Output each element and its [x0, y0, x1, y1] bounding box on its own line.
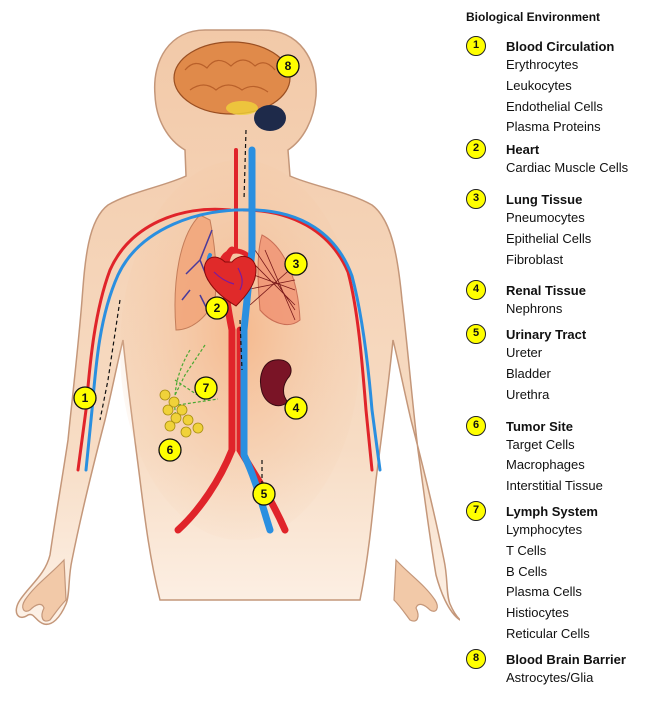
right-hand	[394, 560, 437, 621]
marker-2: 2	[206, 297, 228, 319]
legend-item: Endothelial Cells	[506, 97, 654, 118]
legend-heading: Renal Tissue	[506, 282, 654, 299]
svg-text:7: 7	[203, 381, 210, 395]
legend-item: Nephrons	[506, 299, 654, 320]
legend-heading: Heart	[506, 141, 654, 158]
legend-number-badge: 1	[466, 36, 486, 56]
legend-heading: Blood Brain Barrier	[506, 651, 654, 668]
legend-item: Bladder	[506, 364, 654, 385]
legend-item: T Cells	[506, 541, 654, 562]
legend-item: Target Cells	[506, 435, 654, 456]
legend-item: Lymphocytes	[506, 520, 654, 541]
legend-item: Astrocytes/Glia	[506, 668, 654, 689]
legend-number-badge: 6	[466, 416, 486, 436]
legend-title: Biological Environment	[466, 10, 654, 24]
marker-8: 8	[277, 55, 299, 77]
cerebellum	[254, 105, 286, 131]
legend-item: Leukocytes	[506, 76, 654, 97]
legend-number-badge: 3	[466, 189, 486, 209]
svg-text:2: 2	[214, 301, 221, 315]
legend-item: Histiocytes	[506, 603, 654, 624]
marker-7: 7	[195, 377, 217, 399]
marker-6: 6	[159, 439, 181, 461]
legend-number-badge: 8	[466, 649, 486, 669]
legend-heading: Blood Circulation	[506, 38, 654, 55]
legend-item: Interstitial Tissue	[506, 476, 654, 497]
svg-text:1: 1	[82, 391, 89, 405]
legend-number-badge: 2	[466, 139, 486, 159]
legend: Biological Environment 1 Blood Circulatio…	[466, 10, 654, 710]
marker-3: 3	[285, 253, 307, 275]
legend-item: Plasma Proteins	[506, 117, 654, 138]
brain-stem	[226, 101, 258, 115]
marker-1: 1	[74, 387, 96, 409]
svg-text:5: 5	[261, 487, 268, 501]
anatomy-diagram: 1 2 3 4 5 6 7 8	[0, 0, 460, 714]
legend-item: Pneumocytes	[506, 208, 654, 229]
legend-item: Epithelial Cells	[506, 229, 654, 250]
svg-text:6: 6	[167, 443, 174, 457]
legend-heading: Tumor Site	[506, 418, 654, 435]
legend-item: Ureter	[506, 343, 654, 364]
marker-4: 4	[285, 397, 307, 419]
svg-text:4: 4	[293, 401, 300, 415]
svg-text:3: 3	[293, 257, 300, 271]
legend-item: Reticular Cells	[506, 624, 654, 645]
marker-5: 5	[253, 483, 275, 505]
legend-item: Cardiac Muscle Cells	[506, 158, 654, 179]
svg-text:8: 8	[285, 59, 292, 73]
legend-number-badge: 4	[466, 280, 486, 300]
legend-item: B Cells	[506, 562, 654, 583]
legend-item: Plasma Cells	[506, 582, 654, 603]
legend-number-badge: 5	[466, 324, 486, 344]
legend-number-badge: 7	[466, 501, 486, 521]
legend-heading: Urinary Tract	[506, 326, 654, 343]
legend-item: Urethra	[506, 385, 654, 406]
legend-heading: Lung Tissue	[506, 191, 654, 208]
legend-heading: Lymph System	[506, 503, 654, 520]
legend-item: Macrophages	[506, 455, 654, 476]
legend-item: Erythrocytes	[506, 55, 654, 76]
legend-item: Fibroblast	[506, 250, 654, 271]
